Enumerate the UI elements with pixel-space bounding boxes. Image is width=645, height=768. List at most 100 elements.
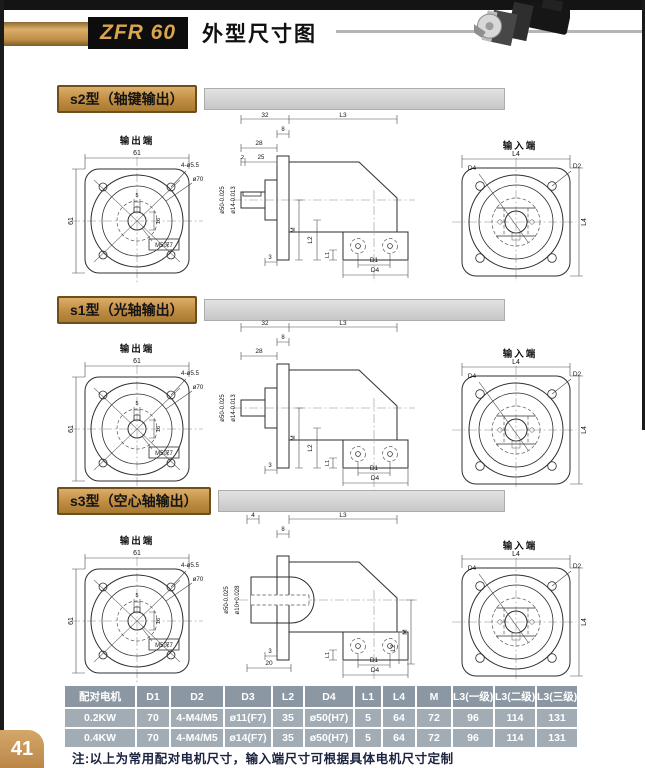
table-header-cell: L2 [273,686,303,707]
dim-label: 5 [135,593,138,599]
dim-label: L4 [512,151,520,158]
dim-label: D1 [370,657,379,664]
dim-label: 28 [255,140,263,147]
table-row: 0.2KW 70 4-M4/M5 ø11(F7) 35 ø50(H7) 5 64… [65,709,577,727]
table-cell: 0.4KW [65,729,135,747]
dim-label: 61 [68,617,75,625]
table-header-cell: 配对电机 [65,686,135,707]
section-s1-label: s1型（光轴输出） [57,296,197,324]
table-cell: 96 [453,709,493,727]
dim-label: D4 [468,565,477,572]
table-cell: 114 [495,729,535,747]
dim-label: 61 [133,550,141,557]
dim-label: L2 [307,444,314,452]
s1-output-view: 输出端 61 61 4-ø5.5 ø70 5 16 M5深7 [68,343,204,493]
dim-label: 25 [258,155,265,161]
table-cell: 0.2KW [65,709,135,727]
dim-label: L1 [325,460,331,466]
table-cell: 72 [417,729,451,747]
dim-label: 4 [251,512,255,519]
dim-label: D4 [371,267,380,274]
table-cell: 114 [495,709,535,727]
s2-output-view: 输出端 61 61 4-ø5.5 ø70 5 16 M5深7 [68,135,204,285]
dim-label: 32 [261,112,269,119]
table-header-cell: D2 [171,686,223,707]
table-header-cell: D3 [225,686,271,707]
dim-label: L4 [581,618,588,626]
dim-label: L1 [325,652,331,658]
dim-label: ø50-0.025 [220,186,226,214]
s1-input-view: 输入端 L4 L4 D2 D4 [452,348,588,490]
dim-label: D2 [573,563,582,570]
dim-label: 28 [255,348,263,355]
dim-label: 16 [156,426,162,432]
section-s3-label: s3型（空心轴输出） [57,487,211,515]
page-right-border [642,0,645,430]
view-title: 输出端 [120,135,155,147]
s3-side-view: 4 L3 8 ø50-0.025 ø10+0.028 3 20 M L2 L1 … [224,512,417,682]
table-cell: ø50(H7) [305,729,353,747]
page-number: 41 [0,730,44,768]
dim-label: ø70 [193,176,204,183]
dim-label: 3 [268,463,272,469]
table-cell: 70 [137,729,169,747]
s3-input-view: 输入端 L4 L4 D2 D4 [452,540,588,682]
view-title: 输出端 [120,535,155,547]
dim-label: L3 [339,320,347,327]
dim-label: D2 [573,371,582,378]
table-header-cell: L3(三级) [537,686,577,707]
table-cell: 35 [273,729,303,747]
view-title: 输入端 [503,540,538,552]
dim-label: L2 [390,644,397,652]
table-header-cell: L1 [355,686,381,707]
s2-input-view: 输入端 L4 L4 D2 D4 [452,140,588,282]
table-cell: 131 [537,729,577,747]
dim-label: 4-ø5.5 [181,370,199,377]
page-left-border [0,0,4,768]
view-title: 输入端 [503,348,538,360]
table-header-cell: D4 [305,686,353,707]
table-cell: 64 [383,709,415,727]
tap-label: M5深7 [155,241,173,249]
dim-label: D2 [573,163,582,170]
dim-label: ø10+0.028 [235,585,241,615]
table-cell: ø14(F7) [225,729,271,747]
dim-label: 8 [281,127,285,133]
section-s2-bar [203,88,505,110]
dim-label: L1 [325,252,331,258]
dim-label: 61 [68,425,75,433]
header-gold-bar [4,22,100,46]
dim-label: ø14-0.013 [231,186,237,214]
dim-label: L4 [512,551,520,558]
section-s3-bar [217,490,505,512]
table-header-cell: D1 [137,686,169,707]
dim-label: ø70 [193,384,204,391]
dim-label: M [290,227,297,232]
view-title: 输入端 [503,140,538,152]
dim-label: D1 [370,257,379,264]
dim-label: D1 [370,465,379,472]
s2-side-view: 32 L3 8 28 2 25 ø50-0.025 ø14-0.013 3 M … [220,112,415,282]
dim-label: 16 [156,618,162,624]
tap-label: M5深7 [155,449,173,457]
table-cell: ø11(F7) [225,709,271,727]
dim-label: 5 [135,401,138,407]
page-top-border [0,0,645,10]
table-cell: ø50(H7) [305,709,353,727]
dim-label: ø14-0.013 [231,394,237,422]
table-cell: 4-M4/M5 [171,709,223,727]
s3-output-view: 输出端 61 61 4-ø5.5 ø70 5 16 M5深7 [68,535,204,685]
table-header-cell: M [417,686,451,707]
dim-label: M [290,435,297,440]
dim-label: 61 [68,217,75,225]
dim-label: D4 [371,475,380,482]
section-s3-banner: s3型（空心轴输出） [57,487,505,515]
dim-label: ø50-0.025 [220,394,226,422]
section-s1-bar [203,299,505,321]
section-s2-banner: s2型（轴键输出） [57,85,505,113]
table-cell: 72 [417,709,451,727]
dim-label: 20 [265,660,273,667]
footnote: 注:以上为常用配对电机尺寸，输入端尺寸可根据具体电机尺寸定制 [72,752,454,766]
dim-label: L3 [339,112,347,119]
